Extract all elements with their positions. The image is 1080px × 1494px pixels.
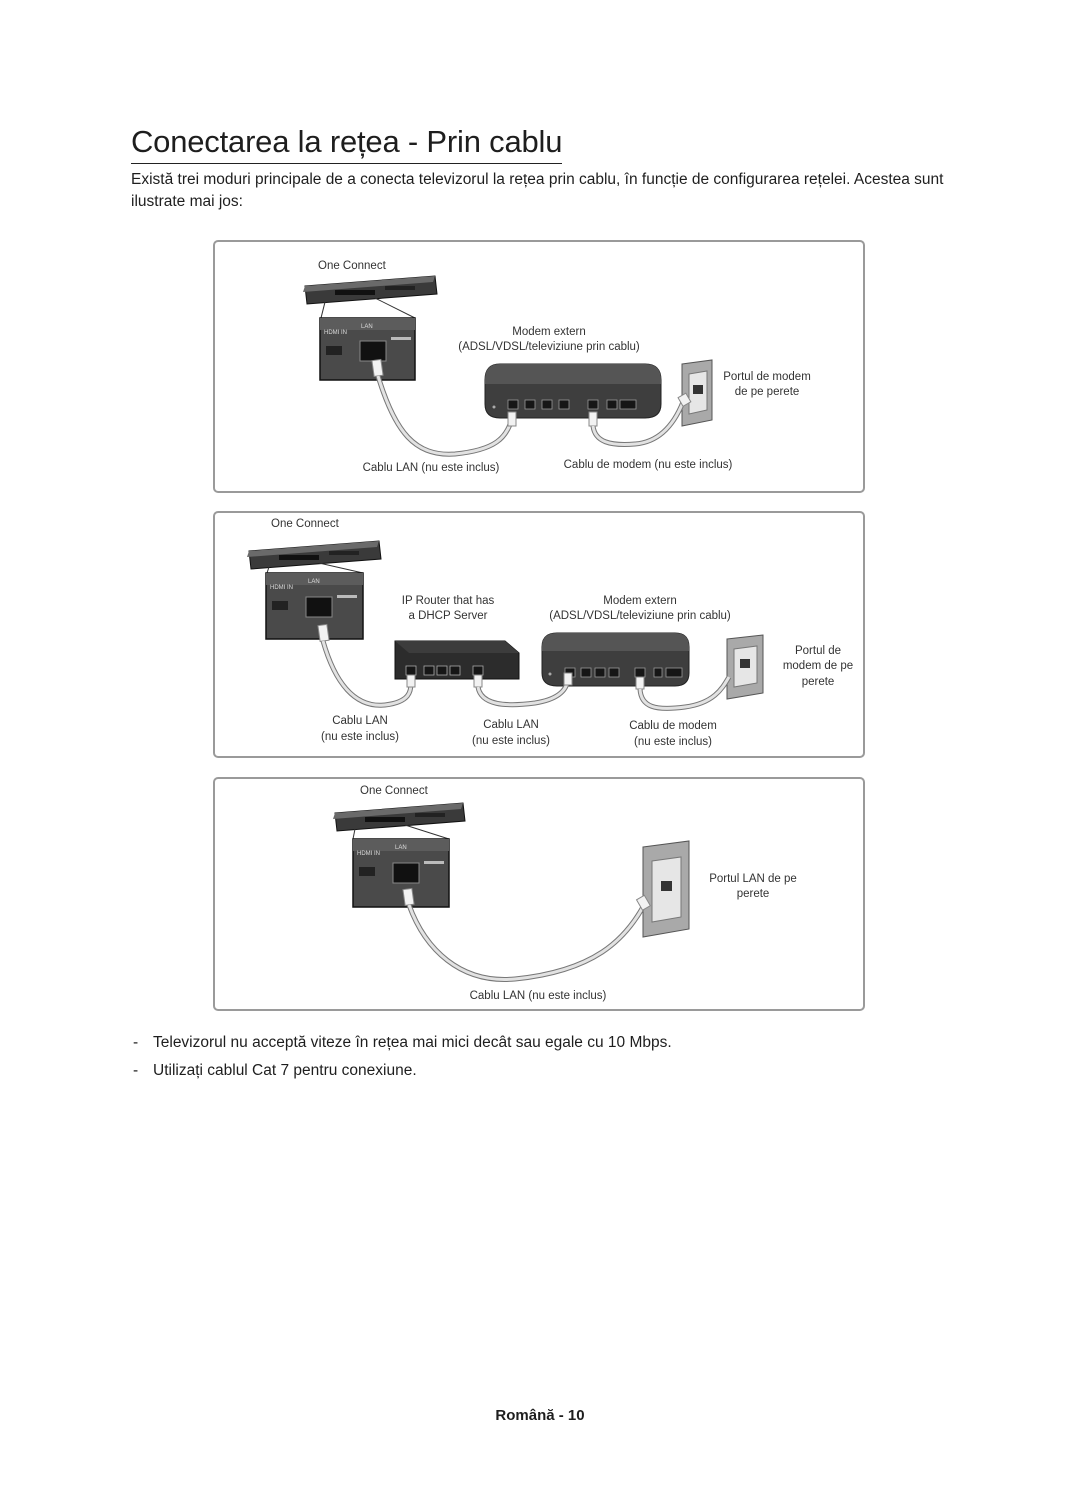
router-label-line2: a DHCP Server bbox=[408, 610, 488, 622]
one-connect-device bbox=[303, 275, 438, 305]
lan-cable-1-label-line2: (nu este inclus) bbox=[321, 731, 399, 743]
modem-label-line2: (ADSL/VDSL/televiziune prin cablu) bbox=[549, 610, 731, 622]
diagram-router-modem: HDMI IN LAN bbox=[213, 511, 865, 758]
bullet-dash: - bbox=[133, 1034, 139, 1051]
page-title: Conectarea la rețea - Prin cablu bbox=[131, 124, 562, 164]
bullet-dash: - bbox=[133, 1062, 139, 1079]
wall-lan-label-line2: perete bbox=[736, 888, 770, 900]
diagram-wall-lan: HDMI IN LAN One Connect Portul LAN de pe… bbox=[213, 777, 865, 1011]
hdmi-port-label: HDMI IN bbox=[357, 851, 380, 857]
wall-modem-port bbox=[726, 634, 764, 700]
modem-label-line1: Modem extern bbox=[512, 326, 586, 338]
diagram-wall-lan-illustration: HDMI IN LAN bbox=[333, 802, 690, 982]
lan-cable-router-modem bbox=[473, 672, 573, 708]
one-connect-label: One Connect bbox=[271, 518, 339, 530]
lan-cable-2-label-line1: Cablu LAN bbox=[483, 719, 539, 731]
lan-port-label: LAN bbox=[395, 845, 407, 851]
wall-lan-port bbox=[642, 840, 690, 938]
wall-port-label-line3: perete bbox=[801, 676, 835, 688]
wall-port-label-line2: de pe perete bbox=[734, 386, 800, 398]
wall-modem-port bbox=[681, 359, 713, 427]
hdmi-port-label: HDMI IN bbox=[270, 585, 293, 591]
hdmi-port-label: HDMI IN bbox=[324, 330, 347, 336]
one-connect-lan-port-closeup: HDMI IN LAN bbox=[265, 572, 364, 640]
modem-cable bbox=[635, 675, 732, 711]
lan-port-label: LAN bbox=[308, 579, 320, 585]
one-connect-label: One Connect bbox=[318, 260, 386, 272]
one-connect-label: One Connect bbox=[360, 785, 428, 797]
note-text: Utilizați cablul Cat 7 pentru conexiune. bbox=[153, 1062, 417, 1079]
external-modem bbox=[484, 363, 662, 419]
wall-lan-label-line1: Portul LAN de pe bbox=[709, 873, 797, 885]
note-text: Televizorul nu acceptă viteze în rețea m… bbox=[153, 1034, 672, 1051]
lan-cable bbox=[402, 887, 652, 982]
one-connect-device bbox=[247, 540, 382, 570]
one-connect-lan-port-closeup: HDMI IN LAN bbox=[319, 317, 416, 381]
lan-cable bbox=[371, 358, 517, 457]
diagram-direct-modem: HDMI IN LAN bbox=[213, 240, 865, 493]
modem-cable-label-line1: Cablu de modem bbox=[629, 720, 717, 732]
one-connect-device bbox=[333, 802, 466, 832]
diagram-router-modem-illustration: HDMI IN LAN bbox=[247, 540, 764, 711]
intro-paragraph: Există trei moduri principale de a conec… bbox=[131, 171, 944, 210]
diagram-direct-modem-illustration: HDMI IN LAN bbox=[303, 275, 713, 457]
page-footer: Română - 10 bbox=[495, 1407, 585, 1424]
ip-router bbox=[394, 640, 520, 680]
modem-cable-label: Cablu de modem (nu este inclus) bbox=[563, 459, 733, 471]
modem-label-line1: Modem extern bbox=[603, 595, 677, 607]
modem-cable-label-line2: (nu este inclus) bbox=[634, 736, 712, 748]
one-connect-lan-port-closeup: HDMI IN LAN bbox=[352, 838, 450, 908]
modem-label-line2: (ADSL/VDSL/televiziune prin cablu) bbox=[458, 341, 640, 353]
router-label-line1: IP Router that has bbox=[401, 595, 495, 607]
lan-cable-tv-router bbox=[317, 623, 416, 708]
lan-port-label: LAN bbox=[361, 324, 373, 330]
wall-port-label-line1: Portul de modem bbox=[723, 371, 811, 383]
wall-port-label-line1: Portul de bbox=[794, 645, 842, 657]
lan-cable-2-label-line2: (nu este inclus) bbox=[472, 735, 550, 747]
lan-cable-label: Cablu LAN (nu este inclus) bbox=[469, 990, 607, 1002]
lan-cable-1-label-line1: Cablu LAN bbox=[332, 715, 388, 727]
wall-port-label-line2: modem de pe bbox=[782, 660, 854, 672]
modem-cable bbox=[588, 392, 692, 447]
lan-cable-label: Cablu LAN (nu este inclus) bbox=[362, 462, 500, 474]
